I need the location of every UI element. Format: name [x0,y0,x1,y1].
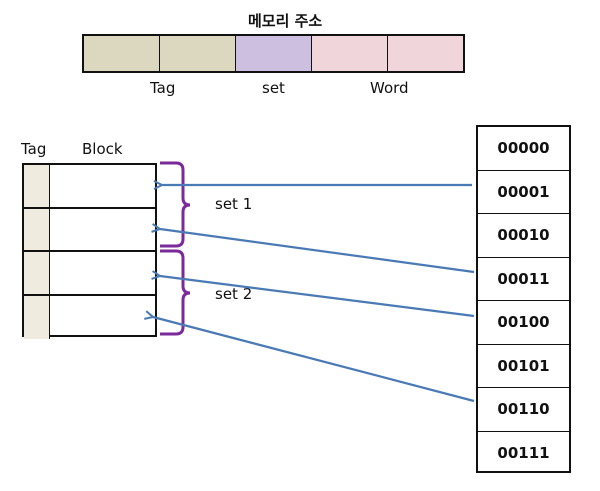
memory-block: 00101 [478,345,569,388]
address-tag-segment [160,36,236,71]
address-word-label: Word [370,79,409,97]
address-tag-segment [84,36,160,71]
cache-tag-cell [24,208,50,250]
set-1-brace [160,161,191,248]
address-set-label: set [262,79,285,97]
address-set-segment [236,36,312,71]
address-word-segment [388,36,463,71]
address-format-bar [82,34,465,73]
memory-block: 00011 [478,258,569,301]
cache-tag-cell [24,295,50,339]
cache-line [24,252,155,296]
cache-line [24,295,155,339]
mapping-arrow [160,229,475,274]
memory-block: 00001 [478,171,569,214]
cache-line [24,208,155,252]
mapping-arrow [153,317,475,403]
cache-tag-header: Tag [21,140,47,158]
mapping-arrows [153,185,475,403]
cache-block-header: Block [82,140,123,158]
cache-tag-cell [24,165,50,207]
cache-line [24,165,155,209]
memory-block: 00010 [478,214,569,258]
cache-table [22,163,157,339]
address-tag-label: Tag [150,79,176,97]
memory-block: 00110 [478,388,569,432]
cache-tag-cell [24,252,50,294]
set-2-brace [160,249,191,336]
set-2-label: set 2 [215,285,253,303]
main-memory-table: 00000 00001 00010 00011 00100 00101 0011… [476,125,571,473]
memory-address-title: 메모리 주소 [248,12,323,30]
memory-block: 00100 [478,301,569,345]
set-1-label: set 1 [215,195,253,213]
mapping-arrow [160,276,475,318]
address-word-segment [312,36,388,71]
memory-block: 00111 [497,444,550,463]
memory-block: 00000 [478,127,569,171]
